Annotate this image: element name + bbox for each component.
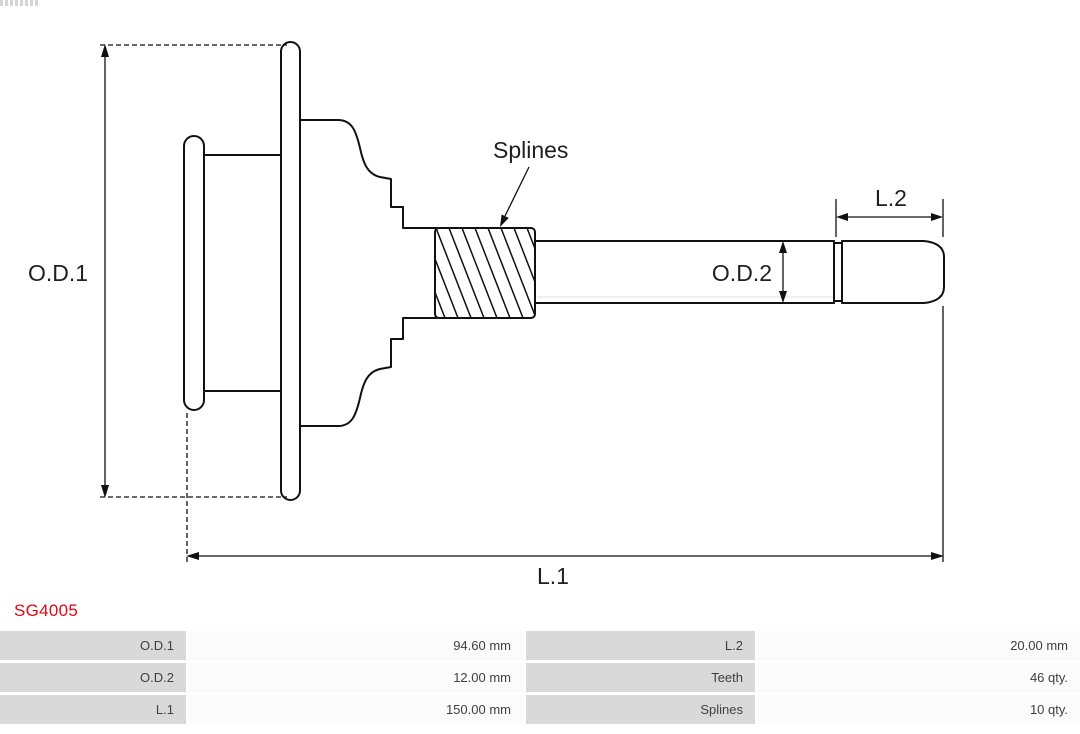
spec-value-l1: 150.00 mm [189, 695, 523, 724]
part-outline [183, 41, 945, 501]
spec-value-splines: 10 qty. [758, 695, 1080, 724]
spec-table: O.D.1 94.60 mm L.2 20.00 mm O.D.2 12.00 … [0, 631, 1080, 724]
shaft-tip [841, 240, 945, 304]
bell-housing [299, 119, 438, 427]
spec-label-splines: Splines [526, 695, 755, 724]
l2-label: L.2 [875, 185, 907, 211]
spec-value-od2: 12.00 mm [189, 663, 523, 692]
splines-label: Splines [493, 137, 568, 163]
spec-label-teeth: Teeth [526, 663, 755, 692]
spline-hatching [436, 229, 534, 317]
part-code: SG4005 [14, 601, 79, 620]
od2-label: O.D.2 [712, 260, 772, 286]
spec-label-od1: O.D.1 [0, 631, 186, 660]
splines-pointer-line [504, 166, 530, 217]
hub-capsule [183, 135, 205, 411]
spec-label-l1: L.1 [0, 695, 186, 724]
l1-label: L.1 [537, 563, 569, 589]
shaft [534, 240, 835, 304]
spec-label-l2: L.2 [526, 631, 755, 660]
part-diagram: O.D.1 Splines O.D.2 L.2 L.1 [28, 41, 945, 589]
spec-value-od1: 94.60 mm [189, 631, 523, 660]
flange-capsule [280, 41, 301, 501]
watermark-logo [0, 0, 38, 6]
od1-label: O.D.1 [28, 260, 88, 286]
spec-value-teeth: 46 qty. [758, 663, 1080, 692]
dimension-arrowheads [101, 44, 944, 560]
shaft-groove [833, 242, 843, 302]
spec-value-l2: 20.00 mm [758, 631, 1080, 660]
spec-label-od2: O.D.2 [0, 663, 186, 692]
